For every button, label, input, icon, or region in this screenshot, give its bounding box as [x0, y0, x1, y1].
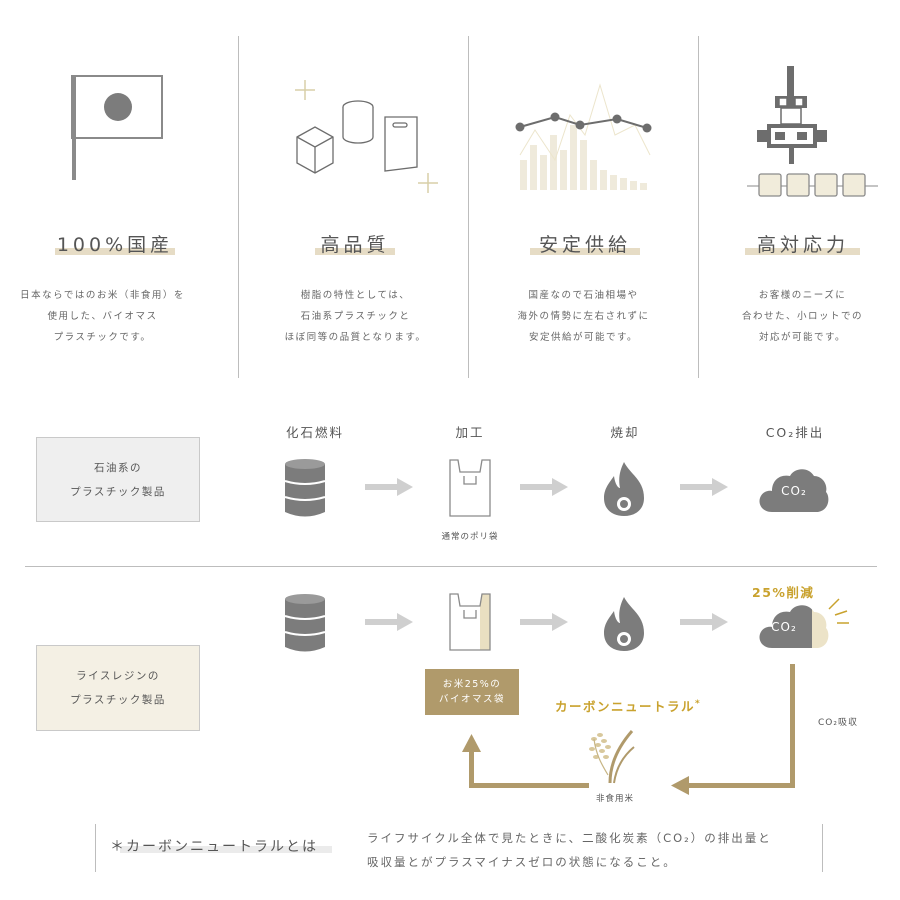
biomass-bag-icon [449, 593, 491, 651]
flow-arrow-icon [680, 478, 728, 496]
fire-icon [604, 597, 644, 651]
note-text: ライフサイクル全体で見たときに、二酸化炭素（CO₂）の排出量と吸収量とがプラスマ… [367, 831, 772, 869]
feature-description: 国産なので石油相場や海外の情勢に左右されずに安定供給が可能です。 [517, 290, 650, 343]
feature-description: お客様のニーズに合わせた、小ロットでの対応が可能です。 [741, 290, 863, 343]
flow-arrow-icon [365, 478, 413, 496]
fire-icon [604, 462, 644, 516]
step-label-incineration: 焼却 [610, 425, 640, 440]
feature-title: 高品質 [320, 234, 390, 256]
column-divider [238, 36, 239, 378]
cloud-co2-text: CO₂ [771, 620, 797, 634]
products-icon [295, 80, 438, 193]
carbon-neutral-label: カーボンニュートラル* [555, 698, 702, 714]
title-underline [55, 248, 175, 255]
flow-arrow-icon [520, 613, 568, 631]
feature-title: 100%国産 [56, 234, 174, 256]
plastic-bag-icon [449, 459, 491, 517]
biomass-bag-label: お米25%のバイオマス袋 [425, 669, 519, 715]
column-divider [468, 36, 469, 378]
flow-arrow-icon [680, 613, 728, 631]
flow-arrow-icon [365, 613, 413, 631]
title-underline [315, 248, 395, 255]
step-label-processing: 加工 [455, 425, 485, 440]
feature-title: 安定供給 [538, 234, 631, 256]
co2-cloud-icon [759, 469, 829, 512]
rice-resin-product-box: ライスレジンのプラスチック製品 [36, 645, 200, 731]
feature-description: 日本ならではのお米（非食用）を使用した、バイオマスプラスチックです。 [20, 290, 185, 343]
note-divider [822, 824, 823, 872]
oil-drum-icon [284, 594, 326, 652]
oil-drum-icon [284, 459, 326, 517]
section-divider [25, 566, 877, 567]
petroleum-product-box: 石油系のプラスチック製品 [36, 437, 200, 522]
title-underline [745, 248, 860, 255]
flow-arrow-icon [520, 478, 568, 496]
stable-supply-chart-icon [515, 83, 652, 190]
absorb-label: CO₂吸収 [818, 718, 858, 728]
note-title: ＊カーボンニュートラルとは [110, 839, 318, 855]
column-divider [698, 36, 699, 378]
feature-description: 樹脂の特性としては、石油系プラスチックとほぼ同等の品質となります。 [284, 290, 427, 343]
japan-flag-icon [71, 75, 163, 180]
note-title-underline [120, 846, 332, 853]
carbon-cycle-arrows [462, 664, 795, 795]
step-label-co2-emission: CO₂排出 [765, 425, 825, 440]
reduced-co2-cloud-icon [759, 605, 829, 648]
note-divider [95, 824, 96, 872]
bag-caption: 通常のポリ袋 [441, 532, 499, 542]
rice-label: 非食用米 [595, 794, 634, 804]
title-underline [530, 248, 640, 255]
feature-title: 高対応力 [756, 234, 849, 256]
cloud-co2-text: CO₂ [781, 484, 807, 498]
step-label-fossil-fuel: 化石燃料 [285, 425, 344, 440]
small-lot-machine-icon [747, 66, 878, 197]
reduction-label: 25%削減 [752, 585, 815, 600]
sparkle-lines-icon [828, 598, 849, 624]
rice-plant-icon [589, 730, 635, 784]
